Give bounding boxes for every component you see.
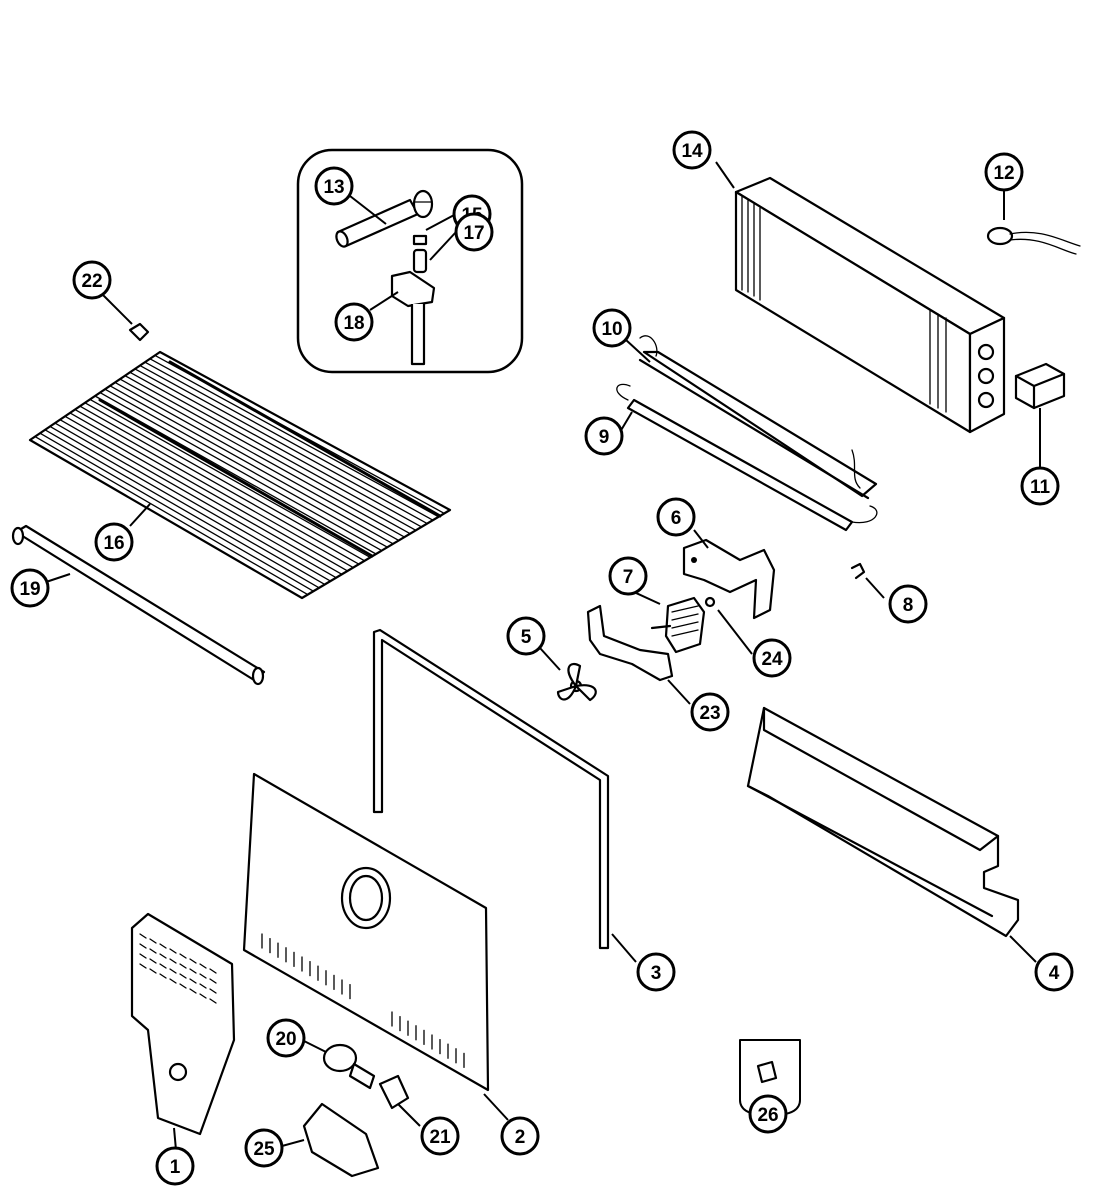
part-4-channel-tray — [746, 706, 1020, 938]
part-20-light-bulb — [322, 1043, 376, 1090]
svg-text:9: 9 — [599, 427, 610, 448]
svg-text:17: 17 — [463, 223, 484, 244]
callout-10: 10 — [592, 308, 632, 348]
part-13-tube — [335, 189, 434, 248]
svg-text:22: 22 — [81, 271, 102, 292]
svg-text:5: 5 — [521, 627, 532, 648]
callout-9: 9 — [584, 416, 624, 456]
part-21-socket — [378, 1074, 410, 1110]
part-22-clip — [128, 322, 150, 342]
part-1-vent-cover — [130, 912, 236, 1136]
part-17-sleeve — [412, 248, 428, 274]
callout-20: 20 — [266, 1018, 306, 1058]
part-15-nut — [412, 234, 428, 246]
callout-14: 14 — [672, 130, 712, 170]
callout-11: 11 — [1020, 466, 1060, 506]
part-2-back-panel — [242, 772, 490, 1092]
callout-18: 18 — [334, 302, 374, 342]
svg-text:12: 12 — [993, 163, 1014, 184]
part-6-bracket — [682, 538, 776, 620]
svg-text:18: 18 — [343, 313, 364, 334]
part-14-evaporator — [734, 176, 1006, 434]
part-3-gasket — [372, 628, 610, 950]
callout-5: 5 — [506, 616, 546, 656]
callout-16: 16 — [94, 522, 134, 562]
part-11-block — [1014, 362, 1066, 410]
part-12-sensor — [986, 226, 1081, 255]
callout-13: 13 — [314, 166, 354, 206]
callout-25: 25 — [244, 1128, 284, 1168]
svg-text:26: 26 — [757, 1105, 778, 1126]
callout-17: 17 — [454, 212, 494, 252]
callout-12: 12 — [984, 152, 1024, 192]
callout-21: 21 — [420, 1116, 460, 1156]
callout-2: 2 — [500, 1116, 540, 1156]
part-9-heater — [616, 383, 878, 532]
svg-text:2: 2 — [515, 1127, 526, 1148]
callout-23: 23 — [690, 692, 730, 732]
callout-24: 24 — [752, 638, 792, 678]
callout-4: 4 — [1034, 952, 1074, 992]
part-5-fan-blade — [556, 662, 597, 702]
svg-text:7: 7 — [623, 567, 634, 588]
svg-text:6: 6 — [671, 508, 682, 529]
part-10-channel — [638, 335, 878, 500]
svg-text:24: 24 — [761, 649, 783, 670]
part-7-fan-motor — [650, 596, 706, 654]
part-18-clip — [390, 270, 436, 366]
svg-text:13: 13 — [323, 177, 344, 198]
part-25-light-cover — [302, 1102, 380, 1178]
callout-8: 8 — [888, 584, 928, 624]
leader-lines — [45, 161, 1041, 1151]
callout-7: 7 — [608, 556, 648, 596]
svg-text:19: 19 — [19, 579, 40, 600]
part-23-bracket — [586, 604, 674, 682]
svg-text:4: 4 — [1049, 963, 1060, 984]
svg-text:25: 25 — [253, 1139, 275, 1160]
svg-text:10: 10 — [601, 319, 622, 340]
svg-text:16: 16 — [103, 533, 124, 554]
callout-22: 22 — [72, 260, 112, 300]
svg-text:8: 8 — [903, 595, 914, 616]
svg-text:21: 21 — [429, 1127, 451, 1148]
callout-6: 6 — [656, 497, 696, 537]
callout-19: 19 — [10, 568, 50, 608]
callout-26: 26 — [748, 1094, 788, 1134]
callout-3: 3 — [636, 952, 676, 992]
callout-1: 1 — [155, 1146, 195, 1186]
svg-text:11: 11 — [1030, 477, 1051, 498]
svg-text:1: 1 — [170, 1157, 181, 1178]
part-16-wire-shelf — [28, 350, 452, 600]
part-8-clip — [850, 562, 866, 580]
svg-text:3: 3 — [651, 963, 662, 984]
svg-text:23: 23 — [699, 703, 720, 724]
part-24-screw — [704, 596, 716, 608]
svg-text:14: 14 — [681, 141, 703, 162]
svg-text:20: 20 — [275, 1029, 296, 1050]
part-19-trim-rod — [11, 524, 266, 686]
